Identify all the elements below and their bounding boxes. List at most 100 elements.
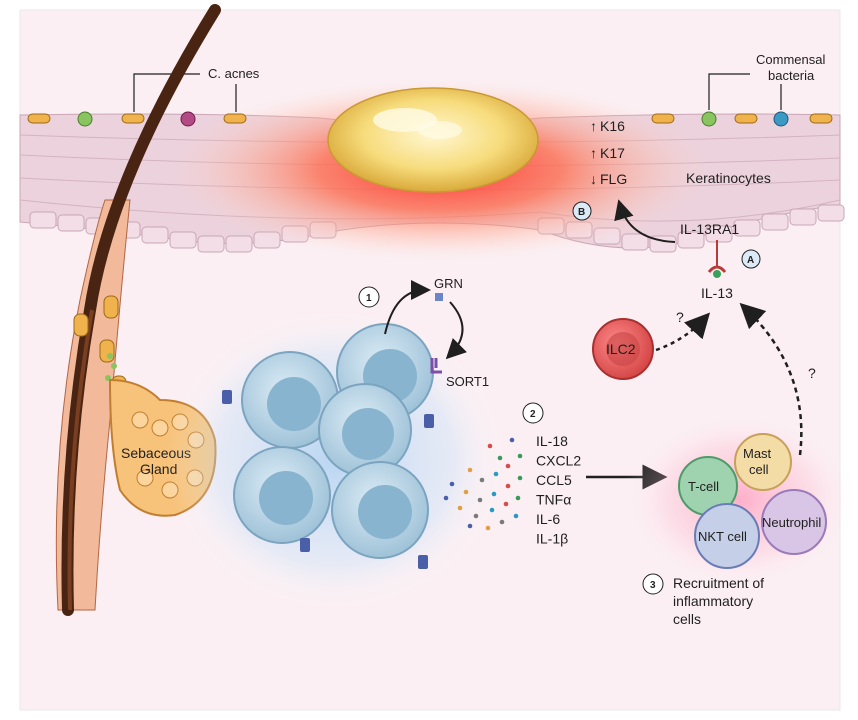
c-acnes-bacterium (734, 113, 758, 124)
recruitment-label-line1: Recruitment of (673, 575, 764, 591)
surface-bacteria (27, 111, 833, 127)
c-acnes-label: C. acnes (208, 66, 260, 81)
commensal-label-line2: bacteria (768, 68, 815, 83)
mast-label-line2: cell (749, 462, 769, 477)
il13-label: IL-13 (701, 285, 733, 301)
cytokine-particle (489, 507, 495, 513)
il13ra1-to-keratinocyte-arrow (614, 199, 676, 243)
cytokine-label: IL-6 (536, 511, 560, 527)
k17-arrow: ↑ (590, 145, 597, 161)
badge-3-label: 3 (650, 580, 656, 591)
keratinocytes-label: Keratinocytes (686, 170, 771, 186)
recruitment-label-line3: cells (673, 611, 701, 627)
macrophage (331, 461, 429, 559)
badge-1 (358, 286, 380, 308)
commensal-bacterium (773, 111, 789, 127)
cytokine-particle (491, 491, 497, 497)
badge-a-label: A (747, 255, 754, 266)
c-acnes-bacterium (27, 113, 51, 124)
commensal-bacterium (180, 111, 196, 127)
keratinocyte-cell (225, 235, 253, 253)
cytokine-label: TNFα (536, 492, 571, 508)
cytokine-particle (505, 463, 511, 469)
cytokine-particle (509, 437, 515, 443)
keratinocyte-cell (733, 219, 761, 237)
keratinocyte-cell (29, 211, 57, 229)
commensal-callout (708, 73, 782, 110)
macrophage (233, 446, 331, 544)
cytokine-particle (449, 481, 455, 487)
keratinocyte-cell (677, 231, 705, 249)
nkt-cell (694, 503, 760, 569)
cytokine-particle (467, 523, 473, 529)
cytokine-label: CXCL2 (536, 453, 581, 469)
k17-label: K17 (600, 145, 625, 161)
cytokine-particle (505, 483, 511, 489)
grn-binding-arrow (445, 301, 467, 360)
k16-label: K16 (600, 118, 625, 134)
question-mark-ilc2: ? (676, 309, 684, 325)
c-acnes-bacterium (121, 113, 145, 124)
cytokine-particle (473, 513, 479, 519)
keratinocyte-cell (197, 235, 225, 253)
badge-2 (522, 402, 544, 424)
cytokine-particle (517, 475, 523, 481)
macrophage-cluster (233, 323, 434, 559)
badge-2-label: 2 (530, 409, 536, 420)
mast-to-il13-arrow (739, 302, 803, 456)
recruitment-label-line2: inflammatory (673, 593, 753, 609)
c-acnes-bacterium (809, 113, 833, 124)
cytokine-particles (443, 437, 523, 531)
cytokine-particle (477, 497, 483, 503)
cytokine-particle (485, 525, 491, 531)
sort1-receptors (222, 358, 442, 569)
macrophage (241, 351, 339, 449)
keratinocyte-cell (621, 233, 649, 251)
cytokine-particle (499, 519, 505, 525)
cytokine-particle (497, 455, 503, 461)
cytokine-particle (513, 513, 519, 519)
cytokine-particle (515, 495, 521, 501)
commensal-bacterium (701, 111, 717, 127)
il13ra1-receptor (707, 240, 727, 278)
mast-cell (734, 433, 792, 491)
cytokine-particle (457, 505, 463, 511)
badge-a (741, 249, 761, 269)
cytokine-label: IL-1β (536, 531, 568, 547)
pustule (327, 87, 539, 193)
cytokine-label: CCL5 (536, 472, 572, 488)
cytokine-particle (493, 471, 499, 477)
keratinocyte-cell (789, 208, 817, 226)
ilc2-label: ILC2 (606, 341, 636, 357)
flg-arrow: ↓ (590, 171, 597, 187)
macrophage (318, 383, 412, 477)
keratinocyte-cell (57, 214, 85, 232)
flg-label: FLG (600, 171, 627, 187)
cytokine-particle (479, 477, 485, 483)
neutrophil-label: Neutrophil (762, 515, 821, 530)
grn-molecule (435, 293, 443, 301)
cytokine-particle (517, 453, 523, 459)
ilc2-nucleus (606, 332, 640, 366)
keratinocyte-cell (761, 213, 789, 231)
mast-label-line1: Mast (743, 446, 772, 461)
c-acnes-bacterium (651, 113, 675, 124)
cytokine-label: IL-18 (536, 433, 568, 449)
grn-label: GRN (434, 276, 463, 291)
cytokine-particle (463, 489, 469, 495)
commensal-label-line1: Commensal (756, 52, 825, 67)
keratinocyte-cell (169, 231, 197, 249)
cytokine-particle (467, 467, 473, 473)
nkt-label: NKT cell (698, 529, 747, 544)
cytokine-particle (443, 495, 449, 501)
c-acnes-bacterium (223, 113, 247, 124)
badge-b (572, 201, 592, 221)
il13ra1-label: IL-13RA1 (680, 221, 739, 237)
sort1-label: SORT1 (446, 374, 489, 389)
badge-3 (642, 573, 664, 595)
k16-arrow: ↑ (590, 118, 597, 134)
tcell-label: T-cell (688, 479, 719, 494)
keratinocyte-cell (817, 204, 845, 222)
